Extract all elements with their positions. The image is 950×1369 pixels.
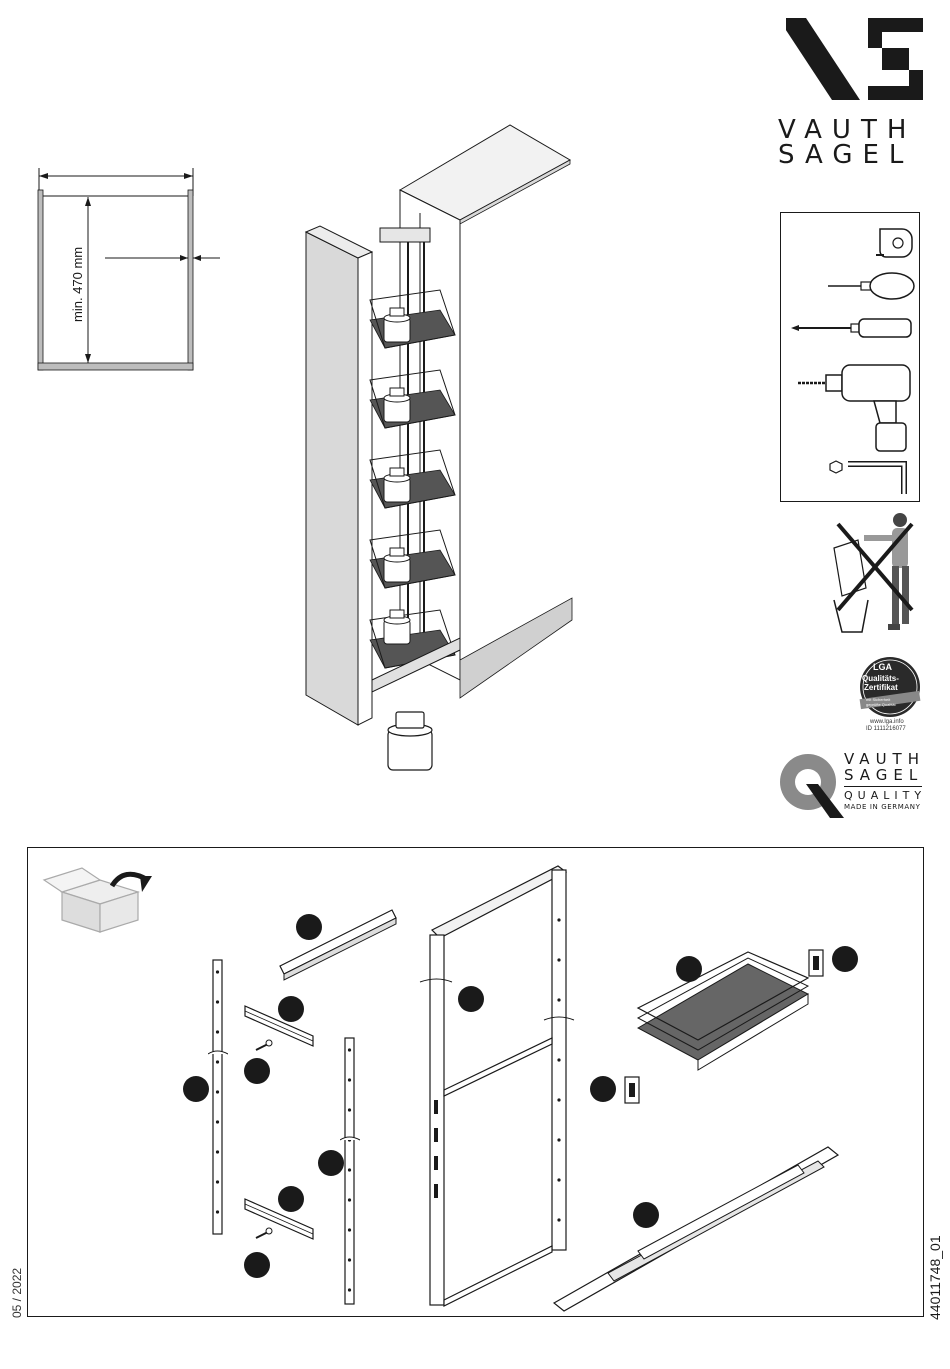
part-badge bbox=[590, 1076, 616, 1102]
part-badge bbox=[278, 1186, 304, 1212]
edition-date: 05 / 2022 bbox=[10, 1268, 24, 1318]
lga-ribbon2: geprüfte Qualität bbox=[866, 702, 896, 707]
top-guide-rail bbox=[276, 906, 401, 981]
lga-line1: Qualitäts- bbox=[862, 674, 899, 683]
quality-q-mark bbox=[778, 752, 846, 818]
wire-basket bbox=[628, 948, 818, 1088]
part-badge bbox=[676, 956, 702, 982]
part-badge bbox=[244, 1058, 270, 1084]
part-badge bbox=[458, 986, 484, 1012]
quality-brand-line2: SAGEL bbox=[844, 768, 923, 783]
brand-name-line2: SAGEL bbox=[778, 142, 913, 168]
cabinet-cross-section bbox=[30, 160, 230, 380]
full-extension-runners bbox=[548, 1143, 843, 1313]
tape-measure-icon bbox=[876, 225, 914, 259]
part-badge bbox=[183, 1076, 209, 1102]
quality-brand-line1: VAUTH bbox=[844, 752, 925, 767]
box-unpack-icon bbox=[40, 858, 160, 934]
document-code: 44011748_01 bbox=[927, 1235, 943, 1320]
part-badge bbox=[633, 1202, 659, 1228]
no-disposal-icon bbox=[826, 510, 921, 635]
allen-key-icon bbox=[826, 458, 916, 498]
basket-clip-top bbox=[804, 946, 828, 980]
quality-made-in: MADE IN GERMANY bbox=[844, 804, 920, 811]
screwdriver-icon bbox=[789, 316, 914, 340]
lga-website: www.lga.info bbox=[870, 719, 904, 725]
quality-word: QUALITY bbox=[844, 790, 926, 801]
part-badge bbox=[296, 914, 322, 940]
lga-id: ID 1111216077 bbox=[866, 726, 906, 732]
cordless-drill-icon bbox=[796, 361, 916, 456]
mounting-strip-left bbox=[208, 958, 228, 1238]
mounting-strip-right bbox=[340, 1036, 360, 1308]
awl-icon bbox=[826, 271, 916, 301]
basket-clip-bottom bbox=[620, 1073, 644, 1109]
screw-top bbox=[254, 1038, 274, 1054]
lga-line2: Zertifikat bbox=[864, 683, 898, 692]
brand-logo-mark bbox=[778, 18, 923, 100]
part-badge bbox=[318, 1150, 344, 1176]
lga-mark: LGA bbox=[873, 662, 892, 672]
parts-overview-panel bbox=[27, 847, 924, 1317]
required-tools-panel bbox=[780, 212, 920, 502]
pull-out-cabinet-illustration bbox=[300, 120, 585, 780]
part-badge bbox=[832, 946, 858, 972]
part-badge bbox=[244, 1252, 270, 1278]
part-badge bbox=[278, 996, 304, 1022]
minimum-depth-label: min. 470 mm bbox=[70, 247, 85, 322]
screw-bottom bbox=[254, 1226, 274, 1242]
